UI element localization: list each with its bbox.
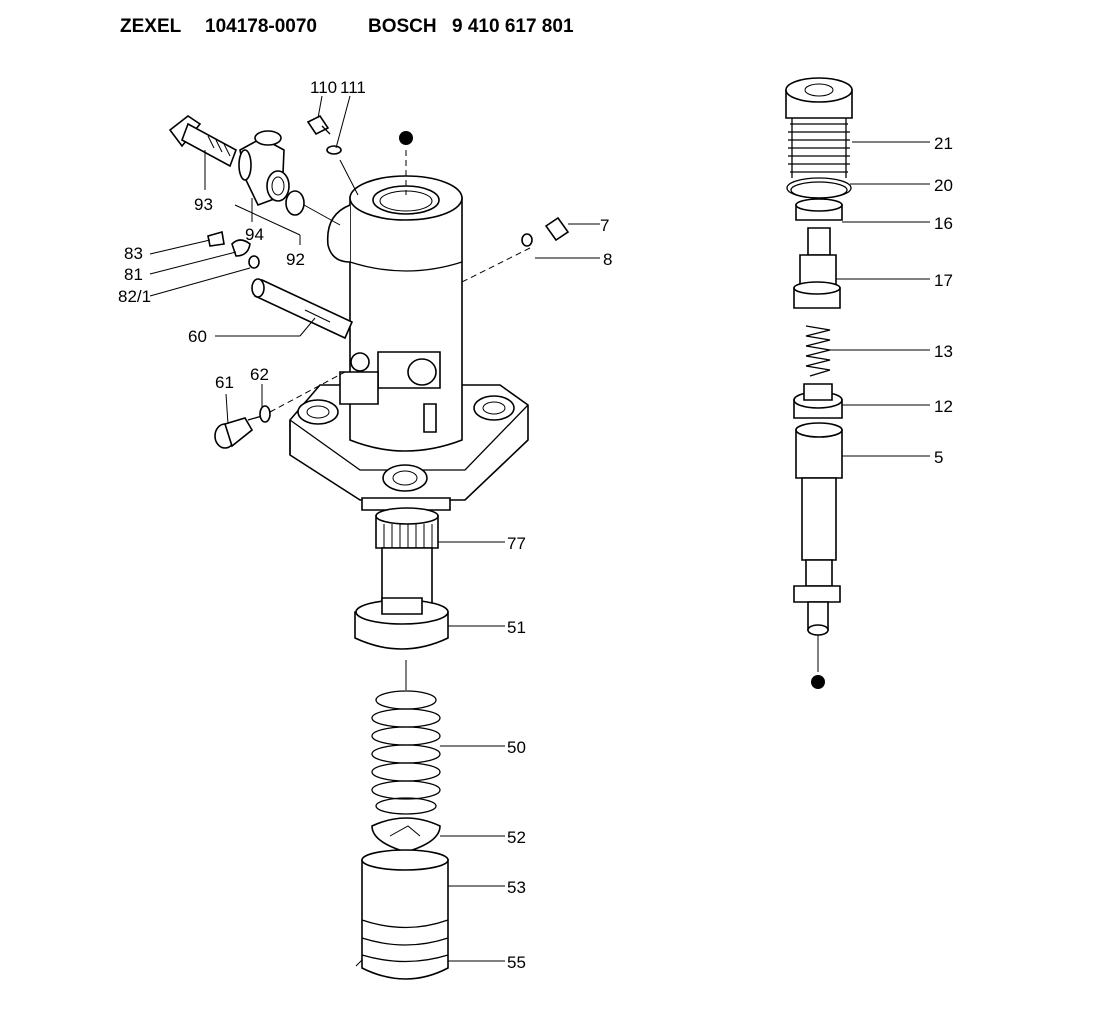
banjo-fitting-drawing — [168, 115, 341, 226]
spring-13-drawing — [805, 325, 831, 377]
valve-17-drawing — [793, 227, 841, 309]
screw-110-drawing — [306, 114, 359, 196]
label-20: 20 — [934, 176, 953, 195]
label-13: 13 — [934, 342, 953, 361]
label-12: 12 — [934, 397, 953, 416]
label-8: 8 — [603, 250, 612, 269]
label-62: 62 — [250, 365, 269, 384]
label-83: 83 — [124, 244, 143, 263]
label-7: 7 — [600, 216, 609, 235]
bosch-part-number: 9 410 617 801 — [452, 16, 574, 37]
assembly-marker-dot-right — [811, 675, 825, 689]
label-21: 21 — [934, 134, 953, 153]
delivery-valve-holder-21-drawing — [785, 77, 853, 178]
header: ZEXEL 104178-0070 BOSCH 9 410 617 801 — [120, 16, 574, 37]
screw-61-drawing — [214, 371, 346, 449]
label-55: 55 — [507, 953, 526, 972]
screw-83-drawing — [207, 230, 260, 269]
part-labels: 110 111 93 94 92 83 81 82/1 60 61 62 7 8… — [118, 78, 953, 972]
label-110: 110 — [310, 78, 337, 97]
leader-lines — [149, 95, 930, 962]
control-rack-drawing — [251, 278, 379, 405]
brand-bosch: BOSCH — [368, 16, 437, 37]
label-60: 60 — [188, 327, 207, 346]
label-82-1: 82/1 — [118, 287, 151, 306]
label-5: 5 — [934, 448, 943, 467]
label-50: 50 — [507, 738, 526, 757]
label-94: 94 — [245, 225, 264, 244]
label-111: 111 — [340, 78, 366, 97]
valve-seat-12-drawing — [793, 383, 843, 419]
barrel-plunger-5-drawing — [793, 422, 843, 689]
spring-50-drawing — [371, 690, 441, 815]
label-53: 53 — [507, 878, 526, 897]
label-51: 51 — [507, 618, 526, 637]
label-81: 81 — [124, 265, 143, 284]
gasket-20-drawing — [786, 177, 852, 199]
label-93: 93 — [194, 195, 213, 214]
spring-seat-51-drawing — [354, 597, 449, 690]
gear-sleeve-77-drawing — [375, 507, 439, 605]
lower-seat-52-drawing — [371, 817, 441, 853]
label-77: 77 — [507, 534, 526, 553]
zexel-part-number: 104178-0070 — [205, 16, 317, 37]
brand-zexel: ZEXEL — [120, 16, 182, 37]
spring-16-drawing — [795, 198, 843, 221]
label-17: 17 — [934, 271, 953, 290]
label-92: 92 — [286, 250, 305, 269]
label-61: 61 — [215, 373, 234, 392]
tappet-53-drawing — [355, 849, 449, 980]
screw-7-drawing — [461, 216, 570, 283]
label-52: 52 — [507, 828, 526, 847]
label-16: 16 — [934, 214, 953, 233]
assembly-marker-dot — [399, 131, 413, 145]
